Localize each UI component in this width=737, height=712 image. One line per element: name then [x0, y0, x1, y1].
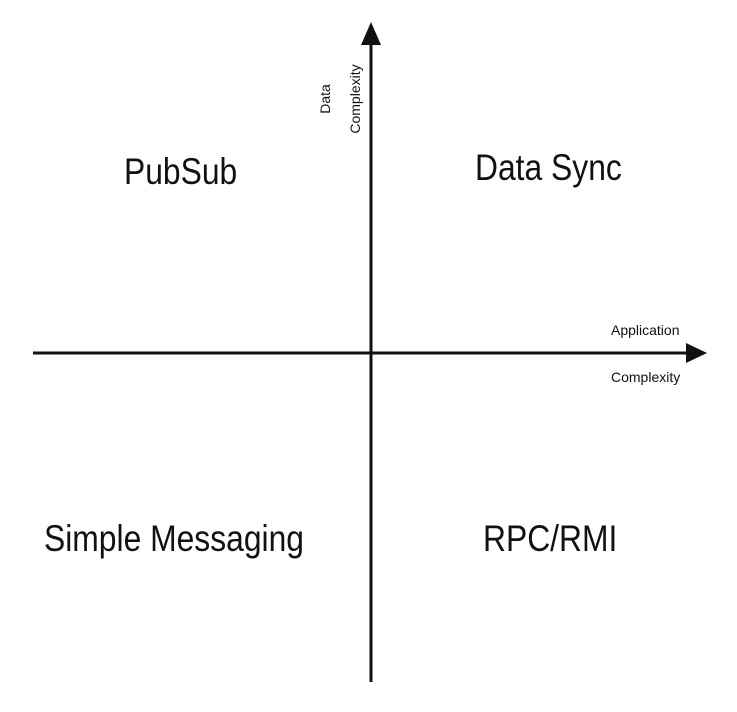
quadrant-label-top-right: Data Sync [475, 147, 622, 188]
x-axis-label-line1: Application [611, 322, 680, 338]
x-axis-label-line2: Complexity [611, 369, 681, 385]
y-axis-label-line2: Complexity [347, 64, 363, 134]
y-axis-label: Data Complexity [317, 64, 427, 133]
quadrant-label-bottom-left: Simple Messaging [44, 518, 304, 559]
quadrant-label-top-left: PubSub [124, 151, 238, 192]
y-axis-label-line1: Data [317, 84, 333, 114]
x-axis-arrowhead [686, 343, 707, 363]
y-axis-arrowhead [361, 22, 381, 45]
quadrant-label-bottom-right: RPC/RMI [483, 518, 618, 559]
